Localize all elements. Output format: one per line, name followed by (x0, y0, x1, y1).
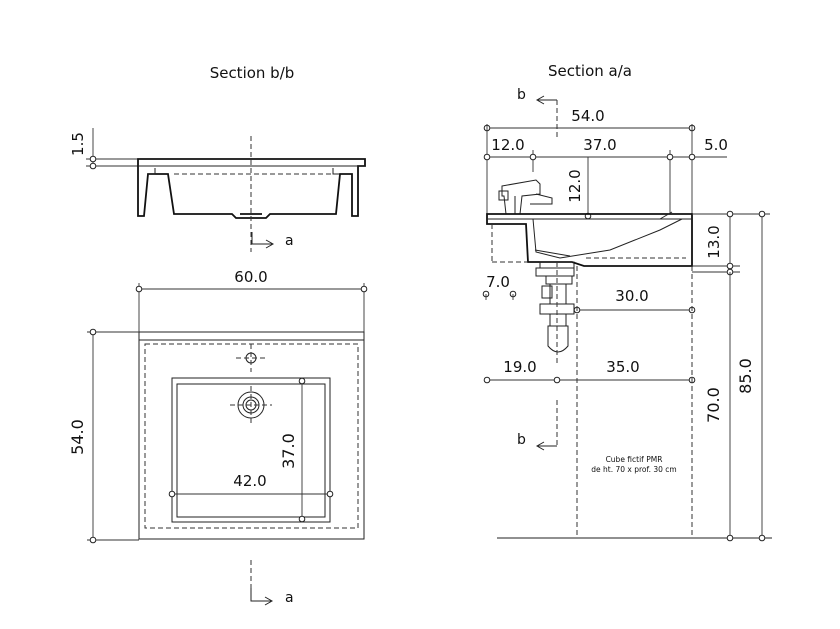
section-marker-b-top: b (517, 87, 558, 140)
marker-a-top-label: a (285, 233, 294, 249)
dim-basin-height-label: 13.0 (705, 225, 723, 258)
section-marker-a-bottom: a (250, 560, 294, 606)
dim-width-label: 60.0 (234, 268, 267, 286)
cube-note-line1: Cube fictif PMR (606, 455, 663, 464)
dim-left-label: 12.0 (491, 136, 524, 154)
plan-view (138, 331, 365, 540)
dim-basin-width-label: 42.0 (233, 472, 266, 490)
section-b-profile (86, 128, 366, 252)
dim-total-height-85: 85.0 (736, 210, 766, 542)
dim-top-row: 12.0 37.0 5.0 (483, 124, 728, 214)
dim-drain-offset-label: 7.0 (486, 273, 510, 291)
dim-total-54: 54.0 (483, 107, 696, 132)
title-section-b: Section b/b (210, 64, 295, 82)
dim-total-label: 54.0 (571, 107, 604, 125)
dim-thickness-label: 1.5 (69, 132, 87, 156)
dim-width-60: 60.0 (135, 268, 368, 332)
cube-note-line2: de ht. 70 x prof. 30 cm (591, 465, 676, 474)
dim-cube-height-70: 70.0 (704, 272, 734, 542)
dim-depth-54: 54.0 (68, 328, 139, 544)
dim-tap-height-label: 12.0 (566, 169, 584, 202)
dim-basin-depth-37: 37.0 (279, 377, 306, 523)
dim-drain-offset-7: 7.0 (482, 273, 517, 300)
dim-basin-depth-label: 37.0 (279, 433, 298, 469)
dim-cube-height-label: 70.0 (704, 387, 723, 423)
dim-depth-label: 54.0 (68, 419, 87, 455)
dim-cube-depth-label: 30.0 (615, 287, 648, 305)
dim-basin-width-42: 42.0 (168, 472, 334, 498)
pmr-cube: Cube fictif PMR de ht. 70 x prof. 30 cm (576, 266, 693, 538)
dim-total-height-label: 85.0 (736, 358, 755, 394)
faucet-icon (498, 179, 553, 215)
dim-cube-depth-30: 30.0 (573, 287, 696, 314)
marker-b-top-label: b (517, 87, 526, 103)
marker-a-bottom-label: a (285, 590, 294, 606)
section-marker-a-top: a (251, 232, 294, 249)
siphon-trap-icon (535, 261, 575, 366)
title-section-a: Section a/a (548, 62, 632, 80)
marker-b-bottom-label: b (517, 432, 526, 448)
dim-basin-height-13: 13.0 (692, 210, 770, 276)
dim-right-label: 5.0 (704, 136, 728, 154)
dim-tap-height-12: 12.0 (566, 157, 592, 220)
dim-mid-label: 37.0 (583, 136, 616, 154)
dim-knee-right-label: 35.0 (606, 358, 639, 376)
section-marker-b-bottom: b (517, 400, 558, 451)
dim-knee-left-label: 19.0 (503, 358, 536, 376)
